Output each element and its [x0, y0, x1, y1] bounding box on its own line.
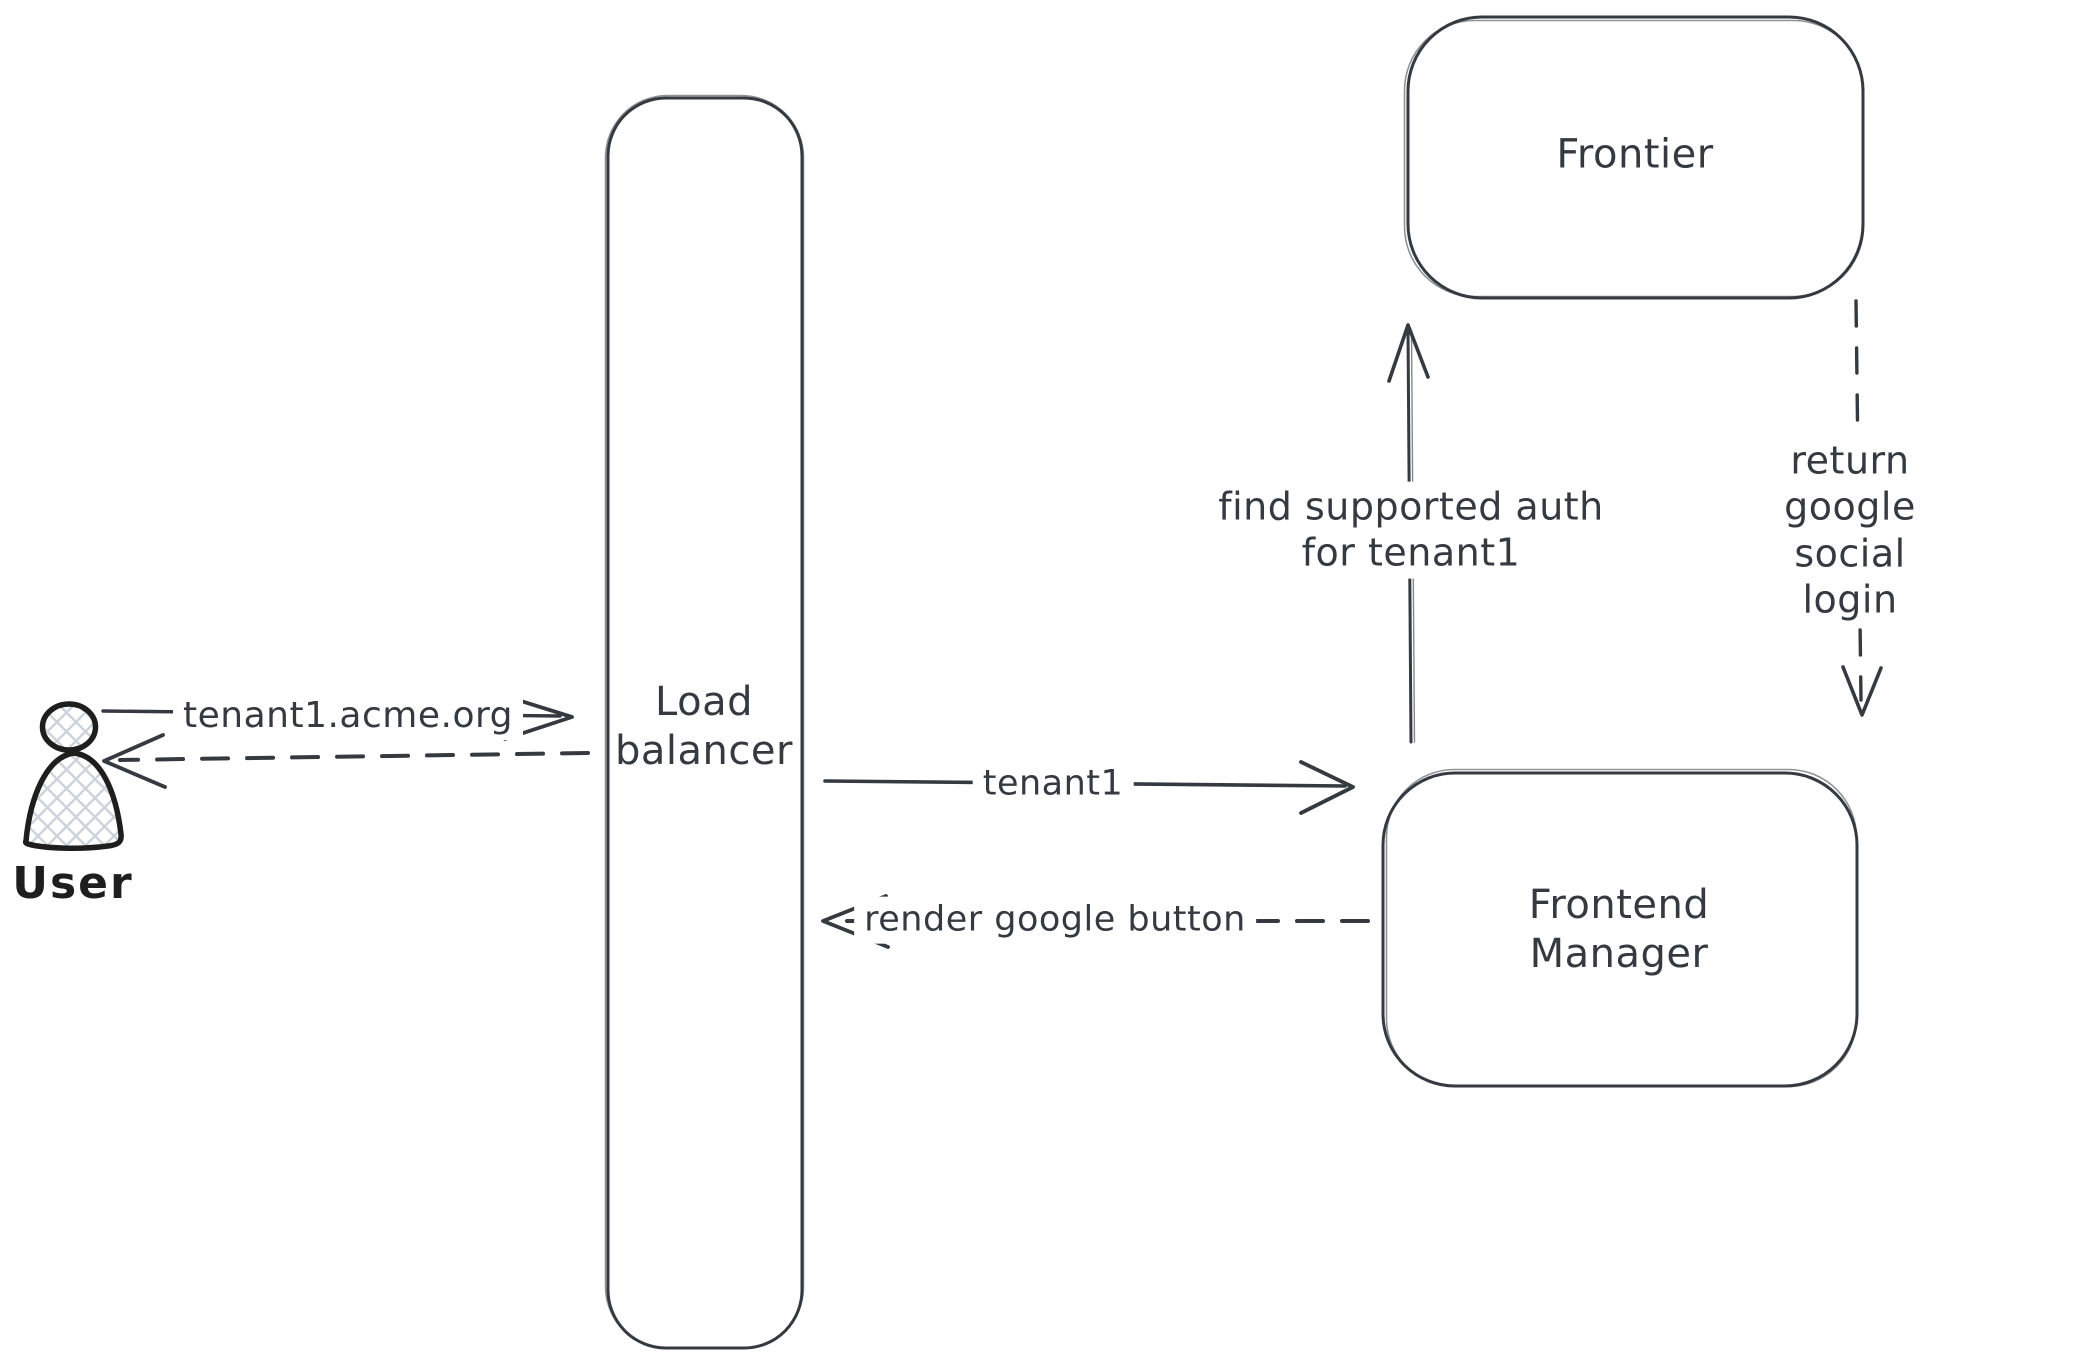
arrow-label-render-google-button: render google button [854, 896, 1256, 944]
frontier-box [1403, 15, 1865, 300]
load-balancer-label: Load balancer [615, 679, 793, 774]
arrow-load-balancer-to-user [102, 733, 590, 789]
user-icon [23, 701, 124, 851]
user-label: User [12, 858, 134, 910]
frontend-manager-box [1381, 768, 1859, 1088]
arrow-label-tenant1: tenant1 [972, 760, 1134, 808]
arrow-label-return-google-social-login: return google social login [1733, 435, 1967, 625]
frontend-manager-label: Frontend Manager [1528, 882, 1710, 977]
frontier-label: Frontier [1556, 131, 1714, 178]
arrow-label-tenant1-acme-org: tenant1.acme.org [173, 692, 523, 740]
load-balancer-box [604, 94, 805, 1350]
arrow-label-find-supported-auth: find supported auth for tenant1 [1208, 481, 1614, 579]
